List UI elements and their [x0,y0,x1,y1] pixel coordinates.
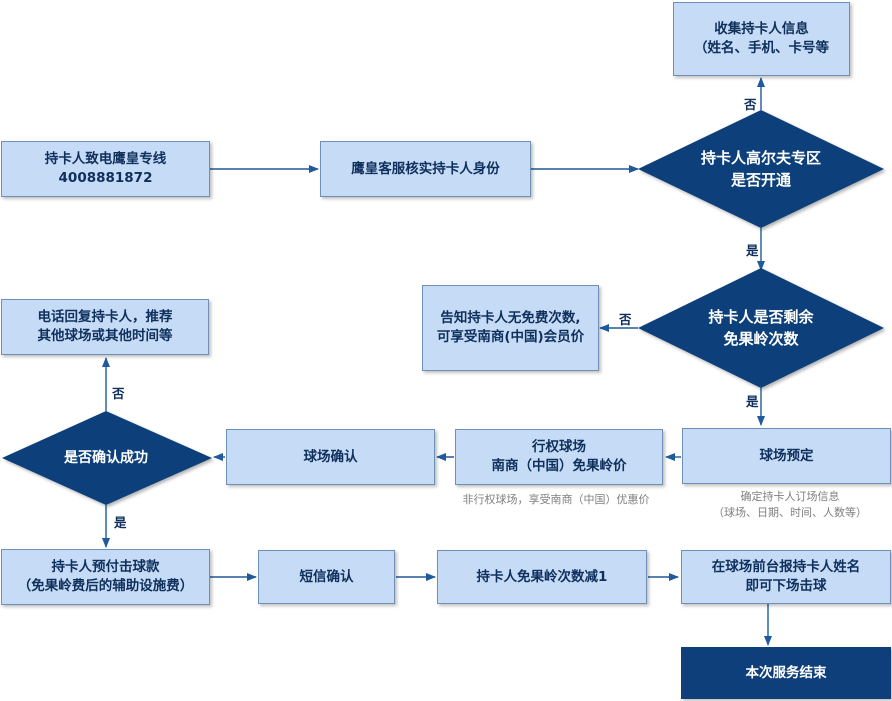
no-free-rounds-line1: 告知持卡人无免费次数, [440,310,581,326]
checkin-frontdesk-box: 在球场前台报持卡人姓名 即可下场击球 [681,550,891,604]
verify-identity-box: 鹰皇客服核实持卡人身份 [320,141,531,197]
prepay-fee-line1: 持卡人预付击球款 [51,559,160,575]
deduct-rounds-box: 持卡人免果岭次数减1 [437,550,647,604]
sms-confirm-box: 短信确认 [258,550,395,604]
label-success-no: 否 [112,386,125,401]
note-booking-info: 确定持卡人订场信息 （球场、日期、时间、人数等） [695,489,885,521]
note-booking-line2: （球场、日期、时间、人数等） [713,506,867,519]
label-freerounds-yes: 是 [746,394,759,409]
member-course-line2: 南商（中国）免果岭价 [491,458,627,474]
collect-info-line2: （姓名、手机、卡号等 [694,40,829,56]
note-non-member-course: 非行权球场，享受南商（中国）优惠价 [446,492,666,508]
checkin-line2: 即可下场击球 [745,578,827,594]
diamond-free-rounds [638,268,884,388]
note-non-member-course-text: 非行权球场，享受南商（中国）优惠价 [462,493,650,506]
member-course-line1: 行权球场 [532,439,586,455]
call-hotline-line1: 持卡人致电鹰皇专线 [44,151,167,167]
callback-recommend-line1: 电话回复持卡人，推荐 [37,309,173,325]
course-booking-box: 球场预定 [682,428,891,484]
course-confirm-text: 球场确认 [303,448,358,465]
note-booking-line1: 确定持卡人订场信息 [740,490,840,503]
prepay-fee-line2: （免果岭费后的辅助设施费） [17,578,194,594]
diamond-golf-zone [638,110,884,228]
service-end-text: 本次服务结束 [745,664,827,681]
checkin-line1: 在球场前台报持卡人姓名 [711,559,861,575]
prepay-fee-box: 持卡人预付击球款 （免果岭费后的辅助设施费） [1,549,210,605]
no-free-rounds-box: 告知持卡人无免费次数, 可享受南商(中国)会员价 [422,285,599,371]
diamond-confirm-success [2,411,212,505]
verify-identity-text: 鹰皇客服核实持卡人身份 [351,160,500,177]
collect-info-line1: 收集持卡人信息 [714,21,809,37]
confirm-success-question: 是否确认成功 [20,446,192,470]
label-golfzone-yes: 是 [746,243,759,258]
service-end-box: 本次服务结束 [681,647,891,699]
golf-zone-line1: 持卡人高尔夫专区 [700,149,821,167]
free-rounds-line1: 持卡人是否剩余 [708,308,814,326]
label-freerounds-no: 否 [619,312,632,327]
free-rounds-line2: 免果岭次数 [723,330,799,348]
free-rounds-question: 持卡人是否剩余 免果岭次数 [660,304,862,352]
confirm-success-text: 是否确认成功 [64,450,148,466]
callback-recommend-line2: 其他球场或其他时间等 [37,328,173,344]
call-hotline-number: 4008881872 [58,170,153,186]
sms-confirm-text: 短信确认 [299,568,354,585]
call-hotline-box: 持卡人致电鹰皇专线 4008881872 [1,141,210,197]
course-confirm-box: 球场确认 [226,429,435,485]
member-course-box: 行权球场 南商（中国）免果岭价 [455,429,663,485]
golf-zone-line2: 是否开通 [730,171,791,189]
callback-recommend-box: 电话回复持卡人，推荐 其他球场或其他时间等 [1,299,209,355]
label-success-yes: 是 [114,515,127,530]
deduct-rounds-text: 持卡人免果岭次数减1 [476,568,608,585]
no-free-rounds-line2: 可享受南商(中国)会员价 [436,329,585,345]
label-golfzone-no: 否 [744,97,757,112]
golf-zone-question: 持卡人高尔夫专区 是否开通 [660,145,862,193]
collect-info-box: 收集持卡人信息 （姓名、手机、卡号等 [673,2,850,76]
course-booking-text: 球场预定 [759,447,814,464]
